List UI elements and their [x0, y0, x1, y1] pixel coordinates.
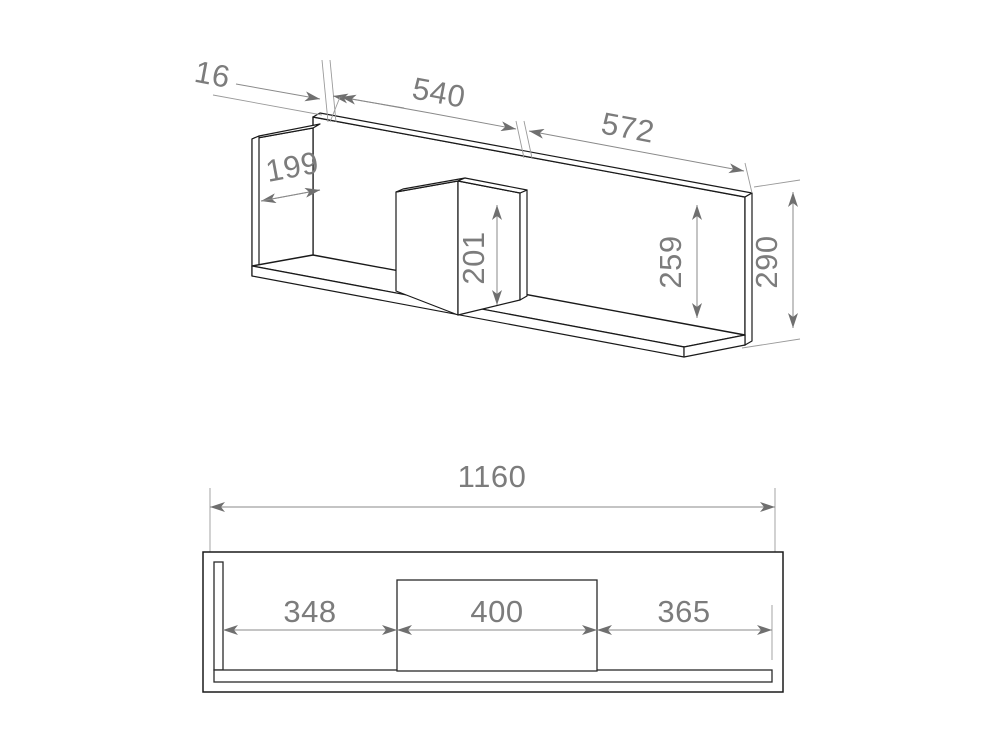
- dim-365-label: 365: [657, 594, 710, 629]
- dim-572-label: 572: [599, 106, 658, 150]
- dim-16: 16: [192, 54, 405, 123]
- dim-1160: 1160: [209, 459, 776, 552]
- dim-201: 201: [456, 205, 502, 305]
- dim-259: 259: [653, 205, 702, 318]
- inner-divider-secondary: [457, 177, 528, 316]
- dim-540: 540: [329, 71, 533, 159]
- dim-1160-label: 1160: [458, 459, 527, 494]
- isometric-view: 16 540 572 199 201: [192, 54, 801, 358]
- dim-540-label: 540: [410, 71, 469, 115]
- dim-400-label: 400: [470, 594, 523, 629]
- plan-left-side-panel: [213, 561, 224, 671]
- plan-view: 1160 348 400 365: [202, 459, 784, 693]
- back-panel: [312, 112, 753, 346]
- plan-bottom-shelf: [213, 669, 773, 683]
- dim-400: 400: [397, 594, 597, 635]
- dim-348-label: 348: [283, 594, 336, 629]
- dim-290: 290: [741, 179, 801, 349]
- inner-divider-vertical: [395, 177, 466, 316]
- dim-348: 348: [223, 594, 397, 635]
- dim-201-label: 201: [456, 231, 491, 284]
- dim-365: 365: [597, 594, 773, 660]
- dim-290-label: 290: [749, 235, 784, 288]
- dim-259-label: 259: [653, 235, 688, 288]
- dim-16-label: 16: [192, 54, 233, 95]
